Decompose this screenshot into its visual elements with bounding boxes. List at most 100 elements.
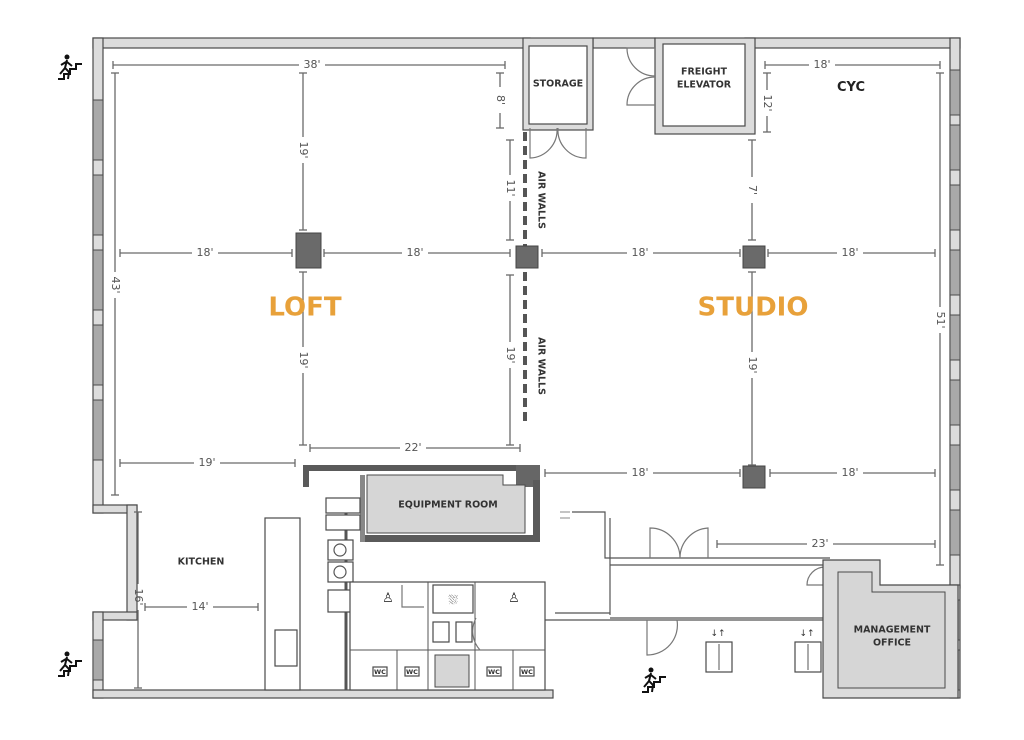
- dimension-label: 12': [761, 94, 774, 111]
- dimension-line: 19': [297, 72, 310, 231]
- restroom-person-icon: ♙: [382, 591, 394, 606]
- column: [295, 232, 322, 269]
- management-office-label: MANAGEMENT: [854, 625, 931, 636]
- wc-label: WC: [488, 668, 500, 676]
- studio-label: STUDIO: [698, 293, 809, 323]
- dimension-label: 19': [198, 456, 215, 469]
- windows: [92, 69, 961, 691]
- dimension-label: 19': [504, 346, 517, 363]
- corridor-door[interactable]: [806, 566, 826, 586]
- shelving: [327, 589, 354, 613]
- stairs-exit-icon: [642, 667, 666, 693]
- dimension-label: 19': [297, 141, 310, 158]
- dimension-line: 43': [109, 72, 122, 496]
- dimension-line: 18': [767, 246, 936, 259]
- appliance: [325, 497, 361, 514]
- dimension-label: 22': [404, 441, 421, 454]
- shower-icon: [432, 584, 474, 614]
- elevator-icon[interactable]: ↓↑: [794, 629, 822, 673]
- restroom-door[interactable]: [472, 617, 481, 651]
- dimension-label: 8': [494, 95, 507, 105]
- storage-label: STORAGE: [533, 79, 583, 90]
- dimension-line: 51': [934, 72, 947, 566]
- dimension-line: 8': [494, 72, 507, 129]
- dimension-label: 18': [841, 246, 858, 259]
- dimension-line: 11': [504, 139, 517, 241]
- dimension-label: 7': [746, 185, 759, 195]
- svg-text:↓↑: ↓↑: [710, 629, 725, 639]
- dimension-label: 19': [746, 356, 759, 373]
- dimension-label: 18': [406, 246, 423, 259]
- cyc-label: CYC: [837, 80, 865, 95]
- dimension-line: 18': [119, 246, 293, 259]
- dimension-label: 43': [109, 276, 122, 293]
- management-office-label-2: OFFICE: [873, 638, 911, 649]
- dimension-line: 16': [132, 511, 145, 689]
- freight-elevator-door[interactable]: [626, 47, 656, 106]
- dryer-icon: [327, 561, 354, 583]
- elevator-icon[interactable]: ↓↑: [705, 629, 733, 673]
- dimension-lines: 38' 8' 19' 18' 18' 18' 18' 43' 19' 11' 19' 22' 19' 18…: [109, 58, 947, 689]
- dimension-line: 23': [716, 537, 936, 550]
- wc-label: WC: [521, 668, 533, 676]
- dimension-line: 18': [769, 466, 936, 479]
- freight-elevator-label-2: ELEVATOR: [677, 80, 732, 91]
- sink-icon: [274, 629, 298, 667]
- freight-elevator: FREIGHT ELEVATOR: [626, 37, 756, 135]
- dimension-label: 19': [297, 351, 310, 368]
- dimension-line: 18': [541, 246, 741, 259]
- dimension-line: 7': [746, 139, 759, 241]
- equipment-room: EQUIPMENT ROOM: [303, 465, 540, 542]
- dimension-label: 51': [934, 311, 947, 328]
- column: [515, 245, 539, 269]
- dimension-label: 18': [841, 466, 858, 479]
- kitchen: KITCHEN: [178, 497, 361, 691]
- air-walls-label-lower: AIR WALLS: [536, 337, 547, 395]
- dimension-label: 11': [504, 179, 517, 196]
- equipment-room-label: EQUIPMENT ROOM: [398, 500, 497, 511]
- air-walls-label-upper: AIR WALLS: [536, 171, 547, 229]
- dimension-label: 18': [631, 246, 648, 259]
- lobby-door[interactable]: [646, 619, 679, 656]
- dimension-line: 22': [309, 441, 521, 454]
- dimension-line: 18': [764, 58, 941, 71]
- storage-double-door[interactable]: [529, 127, 587, 159]
- column: [742, 465, 766, 489]
- dimension-line: 19': [297, 271, 310, 446]
- studio-double-door[interactable]: [649, 527, 709, 559]
- sink-icon: [455, 621, 473, 643]
- stairs-exit-icon: [58, 651, 82, 677]
- dimension-label: 23': [811, 537, 828, 550]
- storage-room: STORAGE: [522, 37, 594, 159]
- dimension-line: 19': [746, 271, 759, 466]
- dimension-label: 14': [191, 600, 208, 613]
- restrooms: ⛆ ♙ ♙ WC WC WC WC: [349, 581, 546, 691]
- dimension-line: 12': [761, 72, 774, 133]
- management-office: MANAGEMENT OFFICE: [822, 559, 959, 699]
- dimension-line: 18': [323, 246, 511, 259]
- dimension-line: 18': [544, 466, 741, 479]
- sink-icon: [432, 621, 450, 643]
- dimension-line: 14': [144, 600, 259, 613]
- restroom-person-icon: ♙: [508, 591, 520, 606]
- appliance: [325, 514, 361, 531]
- svg-text:⛆: ⛆: [448, 593, 458, 607]
- freight-elevator-label: FREIGHT: [681, 67, 728, 78]
- dimension-line: 19': [504, 274, 517, 446]
- dimension-label: 16': [132, 588, 145, 605]
- dimension-line: 19': [119, 456, 296, 469]
- interior-walls: [545, 511, 835, 656]
- dimension-label: 38': [303, 58, 320, 71]
- wc-label: WC: [406, 668, 418, 676]
- dimension-line: 38': [112, 58, 506, 71]
- column: [742, 245, 766, 269]
- dimension-label: 18': [196, 246, 213, 259]
- stairs-exit-icon: [58, 54, 82, 80]
- kitchen-label: KITCHEN: [178, 557, 225, 568]
- washer-icon: [327, 539, 354, 561]
- wc-label: WC: [374, 668, 386, 676]
- loft-label: LOFT: [268, 293, 342, 323]
- restroom-door[interactable]: [401, 585, 424, 608]
- dimension-label: 18': [631, 466, 648, 479]
